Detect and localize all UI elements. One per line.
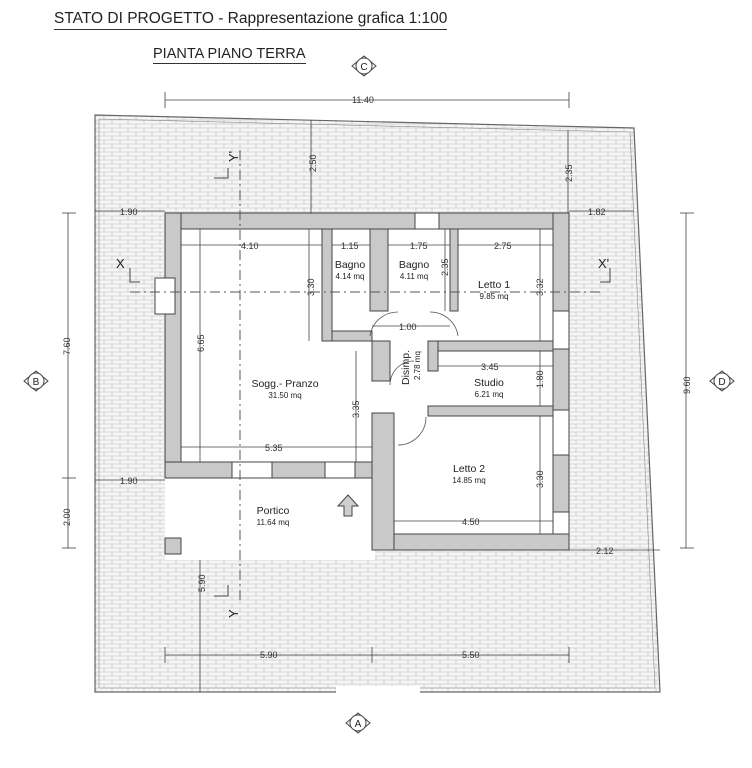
section-x-left-arrow-icon [129, 268, 140, 283]
section-x-left: X [116, 256, 125, 271]
building [154, 212, 570, 560]
window-sogg [231, 461, 273, 479]
marker-a-label: A [355, 719, 362, 730]
portico-east-wall [371, 412, 395, 551]
dimension-lines [62, 92, 694, 692]
section-y-bottom: Y [226, 609, 241, 618]
bagno1-west-partition [321, 228, 333, 342]
dim-front-offset: 5.90 [197, 574, 207, 592]
room-bagno1-area: 4.14 mq [336, 272, 365, 281]
dim-sogg-depth: 6.65 [196, 334, 206, 352]
dim-right-height: 9.60 [682, 376, 692, 394]
dim-overall-width: 11.40 [352, 95, 374, 105]
window-bagno2 [414, 212, 440, 230]
room-disimp-area: 2.78 mq [413, 351, 422, 380]
portico-pillar [164, 537, 182, 555]
room-portico-area: 11.64 mq [257, 518, 290, 527]
studio-north-wall [427, 340, 554, 352]
marker-a: A [345, 712, 371, 734]
marker-b-label: B [33, 377, 40, 388]
dim-right-margin: 1.82 [588, 207, 606, 217]
window-letto2-b [552, 511, 570, 535]
room-letto1-area: 9.85 mq [480, 292, 509, 301]
letto1-partition [449, 228, 459, 312]
door-sogg [324, 461, 356, 479]
dim-letto1-width: 2.75 [494, 241, 512, 251]
studio-south-wall [427, 405, 554, 417]
dim-door: 1.00 [399, 322, 417, 332]
drawing-subtitle: PIANTA PIANO TERRA [153, 46, 306, 64]
room-bagno1-name: Bagno [335, 259, 366, 271]
room-letto2-name: Letto 2 [453, 463, 485, 475]
dim-hall-3-30: 3.30 [306, 278, 316, 296]
marker-d: D [709, 370, 735, 392]
dim-bottom-left: 5.90 [260, 650, 278, 660]
section-x-right: X' [598, 256, 609, 271]
section-y-bottom-arrow-icon [214, 585, 229, 597]
west-wall [164, 212, 182, 479]
dim-left-height: 7.60 [62, 337, 72, 355]
dim-bagno2-width: 1.75 [410, 241, 428, 251]
marker-c-label: C [360, 62, 367, 73]
section-y-top-arrow-icon [214, 168, 229, 179]
dim-bagno2-depth: 2.35 [440, 258, 450, 276]
window-letto2 [552, 409, 570, 456]
marker-d-label: D [718, 377, 725, 388]
section-y-top: Y' [226, 151, 241, 162]
marker-c: C [351, 55, 377, 77]
dim-studio-depth: 1.80 [535, 370, 545, 388]
gate-opening [336, 686, 420, 694]
room-letto2-area: 14.85 mq [452, 476, 485, 485]
room-portico-name: Portico [257, 505, 290, 517]
dim-hall-3-35: 3.35 [351, 400, 361, 418]
section-x-right-arrow-icon [600, 268, 611, 283]
dim-letto2-width: 4.50 [462, 517, 480, 527]
entrance-arrow-icon [336, 494, 360, 517]
room-soggiorno-area: 31.50 mq [268, 391, 301, 400]
window-letto1 [552, 310, 570, 350]
dim-left-margin: 1.90 [120, 207, 138, 217]
dim-top-offset: 2.50 [308, 154, 318, 172]
room-bagno2-area: 4.11 mq [400, 272, 428, 281]
bagno-partition [369, 228, 389, 312]
dim-sogg-width: 4.10 [241, 241, 259, 251]
section-lines [130, 150, 600, 600]
room-disimp-name: Disimp. [400, 350, 412, 385]
dim-portico-depth: 2.00 [62, 508, 72, 526]
dim-letto1-depth: 3.32 [535, 278, 545, 296]
north-wall [164, 212, 570, 230]
dim-letto2-depth: 3.30 [535, 470, 545, 488]
room-bagno2-name: Bagno [399, 259, 430, 271]
dim-sogg-5-35: 5.35 [265, 443, 283, 453]
room-letto1-name: Letto 1 [478, 279, 510, 291]
dim-left-margin-lower: 1.90 [120, 476, 138, 486]
dim-studio-width: 3.45 [481, 362, 499, 372]
south-wall [374, 533, 570, 551]
dim-bagno1-width: 1.15 [341, 241, 359, 251]
marker-b: B [23, 370, 49, 392]
east-wall [552, 212, 570, 551]
dim-bottom-right: 5.50 [462, 650, 480, 660]
room-studio-area: 6.21 mq [475, 390, 504, 399]
window-west [154, 277, 176, 315]
dim-right-offset-lower: 2.12 [596, 546, 614, 556]
drawing-title: STATO DI PROGETTO - Rappresentazione gra… [54, 10, 448, 30]
room-studio-name: Studio [474, 377, 504, 389]
dim-top-right-offset: 2.35 [564, 164, 574, 182]
room-soggiorno-name: Sogg.- Pranzo [251, 378, 318, 390]
